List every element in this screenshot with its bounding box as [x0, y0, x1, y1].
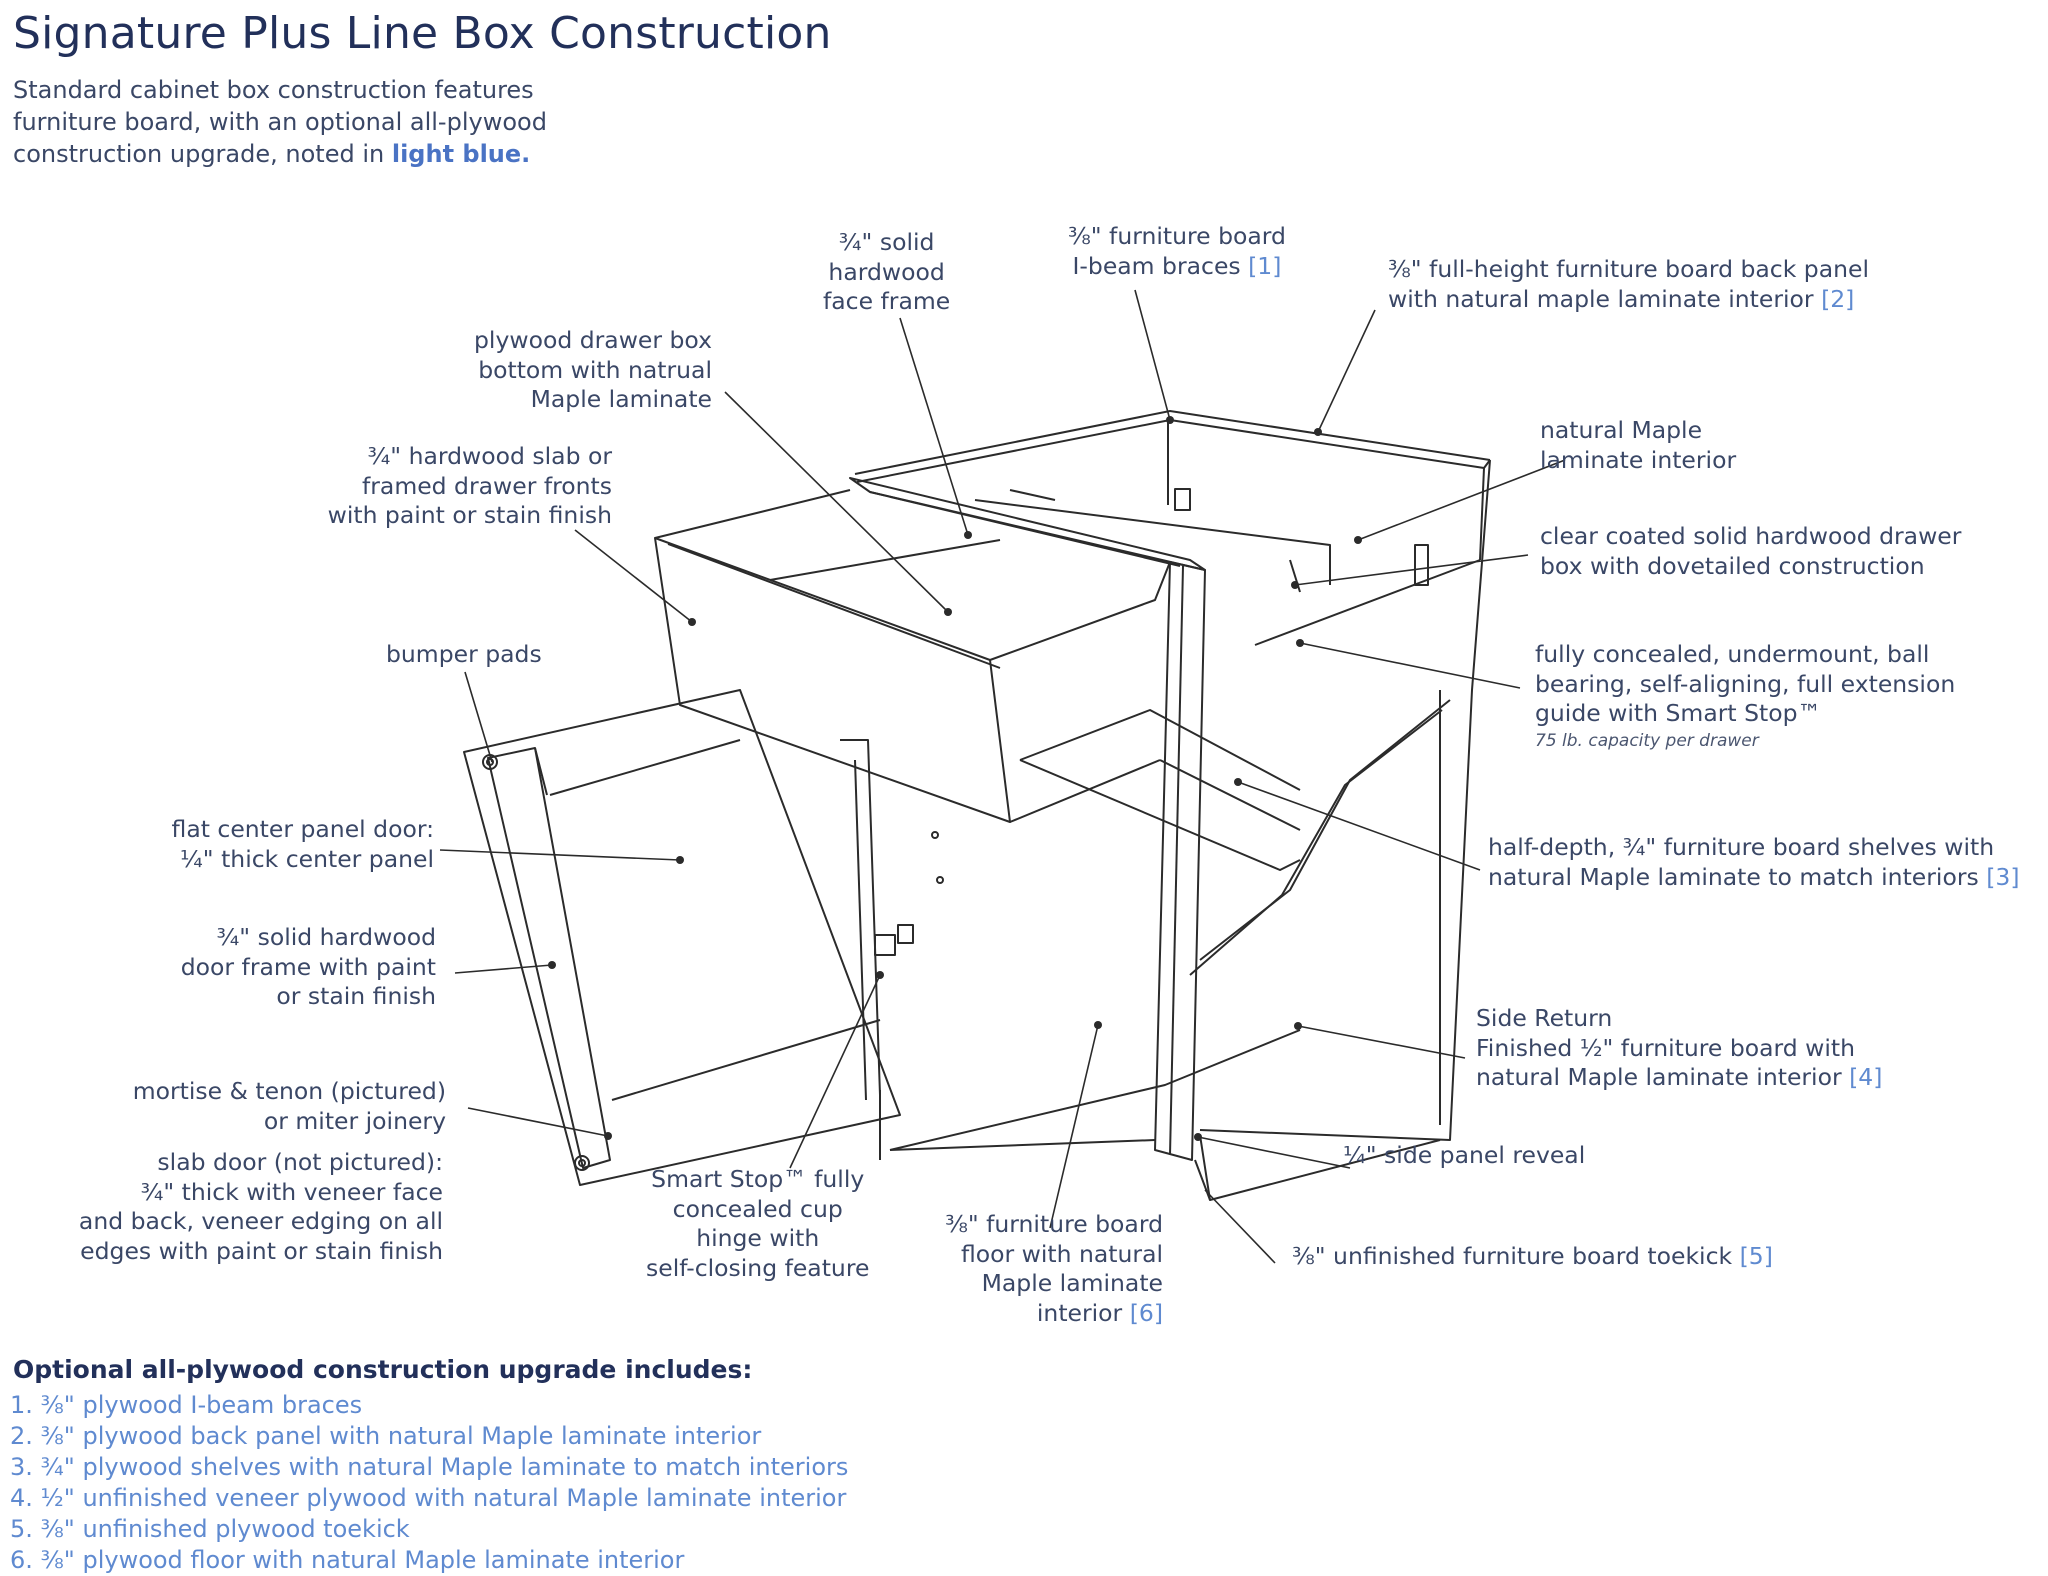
callout-text: natural Maple laminate to match interior… — [1488, 862, 1979, 891]
callout-line: ⅜" furniture board — [1068, 222, 1286, 250]
callout-line: ⅜" full-height furniture board back pane… — [1388, 255, 1870, 283]
callout-line: half-depth, ¾" furniture board shelves w… — [1488, 833, 1995, 861]
callout-line: ¾" hardwood slab or — [367, 442, 612, 470]
callout-line: face frame — [823, 287, 951, 315]
upgrade-ref: [4] — [1849, 1063, 1883, 1091]
callout-line: bottom with natrual — [478, 355, 712, 384]
callout-line: I-beam braces [1] — [1068, 252, 1286, 282]
callout-line: slab door (not pictured): — [157, 1148, 443, 1176]
capacity-note: 75 lb. capacity per drawer — [1535, 730, 1759, 751]
callout-line: Finished ½" furniture board with — [1476, 1033, 1856, 1062]
callout-drawer-box: clear coated solid hardwood drawer box w… — [1540, 522, 1961, 581]
callout-line: Side Return — [1476, 1004, 1613, 1032]
callout-line: natural Maple — [1540, 416, 1703, 444]
callout-ibeam-braces: ⅜" furniture board I-beam braces [1] — [1068, 222, 1286, 281]
callout-line: flat center panel door: — [171, 815, 434, 843]
callout-line: natural Maple laminate interior [4] — [1476, 1063, 1882, 1093]
callout-door-frame: ¾" solid hardwood door frame with paint … — [181, 923, 436, 1012]
callout-line: or miter joinery — [263, 1106, 446, 1135]
list-item: 4. ½" unfinished veneer plywood with nat… — [10, 1484, 847, 1512]
callout-line: mortise & tenon (pictured) — [132, 1077, 446, 1105]
callout-line: edges with paint or stain finish — [80, 1236, 443, 1265]
callout-line: Maple laminate — [981, 1269, 1163, 1297]
callout-side-reveal: ¼" side panel reveal — [1343, 1141, 1586, 1169]
cabinet-box — [463, 410, 1491, 1201]
callout-line: clear coated solid hardwood drawer — [1540, 522, 1962, 550]
callout-line: interior [6] — [945, 1299, 1163, 1329]
list-item: 3. ¾" plywood shelves with natural Maple… — [10, 1453, 849, 1481]
callout-slab-door: slab door (not pictured): ¾" thick with … — [79, 1148, 443, 1266]
upgrade-list-title: Optional all-plywood construction upgrad… — [13, 1355, 753, 1384]
callout-line: ¾" solid hardwood — [216, 923, 436, 951]
callout-bumper-pads: bumper pads — [386, 640, 542, 668]
list-item: 6. ⅜" plywood floor with natural Maple l… — [10, 1546, 685, 1574]
leader-dots — [548, 416, 1362, 1141]
callout-line: guide with Smart Stop™ — [1535, 699, 1821, 727]
callout-maple-interior: natural Maple laminate interior — [1540, 416, 1736, 475]
intro-line: construction upgrade, noted in — [13, 140, 385, 168]
callout-back-panel: ⅜" full-height furniture board back pane… — [1388, 255, 1869, 314]
intro-line: Standard cabinet box construction featur… — [13, 76, 534, 104]
callout-line: ¼" thick center panel — [180, 844, 434, 873]
upgrade-list: 1. ⅜" plywood I-beam braces 2. ⅜" plywoo… — [10, 1390, 848, 1576]
page-title: Signature Plus Line Box Construction — [13, 8, 832, 59]
callout-shelves: half-depth, ¾" furniture board shelves w… — [1488, 833, 2020, 892]
callout-line: ⅜" unfinished furniture board toekick [5… — [1292, 1242, 1773, 1272]
callout-hinge: Smart Stop™ fully concealed cup hinge wi… — [646, 1165, 869, 1283]
callout-line: concealed cup — [672, 1194, 843, 1223]
upgrade-ref: [1] — [1248, 251, 1282, 280]
upgrade-ref: [5] — [1739, 1242, 1773, 1270]
callout-floor: ⅜" furniture board floor with natural Ma… — [945, 1210, 1163, 1328]
callout-line: door frame with paint — [180, 952, 436, 981]
list-item: 5. ⅜" unfinished plywood toekick — [10, 1515, 410, 1543]
upgrade-ref: [2] — [1821, 284, 1855, 313]
callout-line: hinge with — [696, 1224, 820, 1252]
callout-line: box with dovetailed construction — [1540, 551, 1925, 580]
upgrade-ref: [6] — [1129, 1298, 1163, 1327]
callout-text: interior — [1036, 1298, 1123, 1327]
callout-line: and back, veneer edging on all — [78, 1207, 443, 1235]
callout-text: natural Maple laminate interior — [1476, 1063, 1842, 1091]
callout-toekick: ⅜" unfinished furniture board toekick [5… — [1292, 1242, 1773, 1272]
leader-lines — [439, 289, 1566, 1264]
callout-line: ⅜" furniture board — [945, 1210, 1163, 1238]
callout-drawer-guides: fully concealed, undermount, ball bearin… — [1535, 640, 1955, 753]
callout-line: laminate interior — [1540, 445, 1737, 474]
callout-center-panel: flat center panel door: ¼" thick center … — [172, 815, 434, 874]
intro-highlight: light blue. — [391, 140, 531, 168]
callout-line: bearing, self-aligning, full extension — [1535, 669, 1956, 698]
callout-line: with paint or stain finish — [327, 501, 612, 529]
intro-line: furniture board, with an optional all-pl… — [13, 108, 547, 136]
callout-line: Maple laminate — [530, 385, 712, 413]
callout-text: ⅜" unfinished furniture board toekick — [1292, 1242, 1733, 1270]
callout-line: natural Maple laminate to match interior… — [1488, 863, 2020, 893]
callout-line: floor with natural — [960, 1239, 1163, 1268]
callout-line: plywood drawer box — [474, 326, 712, 354]
intro-text: Standard cabinet box construction featur… — [13, 74, 613, 170]
callout-drawer-bottom: plywood drawer box bottom with natrual M… — [474, 326, 712, 415]
callout-line: framed drawer fronts — [361, 471, 612, 500]
callout-line: ¾" thick with veneer face — [140, 1177, 443, 1206]
callout-text: with natural maple laminate interior — [1388, 284, 1814, 313]
callout-line: Smart Stop™ fully — [651, 1165, 865, 1193]
callout-line: or stain finish — [276, 982, 436, 1010]
callout-line: self-closing feature — [646, 1253, 870, 1282]
callout-line: ¾" solid — [838, 228, 935, 256]
callout-text: I-beam braces — [1072, 251, 1241, 280]
list-item: 2. ⅜" plywood back panel with natural Ma… — [10, 1422, 762, 1450]
callout-side-return: Side Return Finished ½" furniture board … — [1476, 1004, 1882, 1093]
callout-joinery: mortise & tenon (pictured) or miter join… — [133, 1077, 446, 1136]
callout-line: hardwood — [828, 257, 945, 286]
callout-line: fully concealed, undermount, ball — [1535, 640, 1930, 668]
callout-face-frame: ¾" solid hardwood face frame — [823, 228, 950, 317]
list-item: 1. ⅜" plywood I-beam braces — [10, 1391, 363, 1419]
upgrade-ref: [3] — [1986, 862, 2020, 891]
callout-drawer-fronts: ¾" hardwood slab or framed drawer fronts… — [328, 442, 612, 531]
callout-line: with natural maple laminate interior [2] — [1388, 285, 1869, 315]
